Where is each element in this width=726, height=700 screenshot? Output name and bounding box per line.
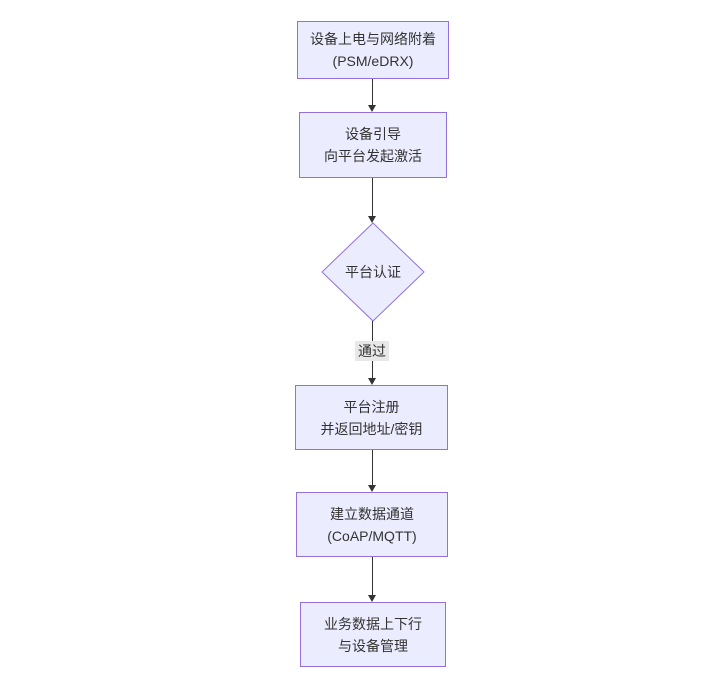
- node-label-line: 设备上电与网络附着: [310, 31, 436, 47]
- flow-node-business-data: 业务数据上下行 与设备管理: [300, 602, 446, 667]
- edge-power-to-bootstrap: [368, 79, 377, 112]
- node-label-line: (CoAP/MQTT): [327, 527, 417, 544]
- edge-line: [372, 79, 373, 106]
- arrowhead-icon: [368, 595, 376, 602]
- edge-line: [372, 450, 373, 486]
- edge-register-to-channel: [368, 450, 377, 492]
- decision-diamond-shape: [321, 222, 425, 322]
- node-label-line: 向平台发起激活: [324, 148, 422, 164]
- node-label-line: 与设备管理: [338, 637, 408, 654]
- node-label-line: (PSM/eDRX): [332, 53, 414, 69]
- node-label-line: 平台认证: [345, 264, 401, 280]
- node-label-line: 建立数据通道: [330, 505, 414, 522]
- node-label-line: 平台注册: [343, 398, 400, 415]
- arrowhead-icon: [368, 105, 376, 112]
- node-label-line: 设备引导: [345, 126, 401, 142]
- flow-node-platform-register: 平台注册 并返回地址/密钥: [295, 385, 448, 450]
- edge-line: [372, 557, 373, 596]
- edge-label-pass: 通过: [355, 341, 389, 361]
- arrowhead-icon: [368, 216, 376, 223]
- edge-bootstrap-to-auth: [368, 178, 377, 223]
- flow-node-platform-auth: 平台认证: [321, 222, 425, 322]
- arrowhead-icon: [368, 485, 376, 492]
- flow-node-bootstrap-activate: 设备引导 向平台发起激活: [299, 112, 447, 178]
- flow-node-data-channel: 建立数据通道 (CoAP/MQTT): [296, 492, 448, 557]
- arrowhead-icon: [368, 378, 376, 385]
- edge-channel-to-business: [368, 557, 377, 602]
- node-label-line: 并返回地址/密钥: [320, 420, 423, 437]
- edge-line: [372, 178, 373, 217]
- node-label-line: 业务数据上下行: [324, 615, 422, 632]
- flow-node-power-attach: 设备上电与网络附着 (PSM/eDRX): [297, 21, 449, 79]
